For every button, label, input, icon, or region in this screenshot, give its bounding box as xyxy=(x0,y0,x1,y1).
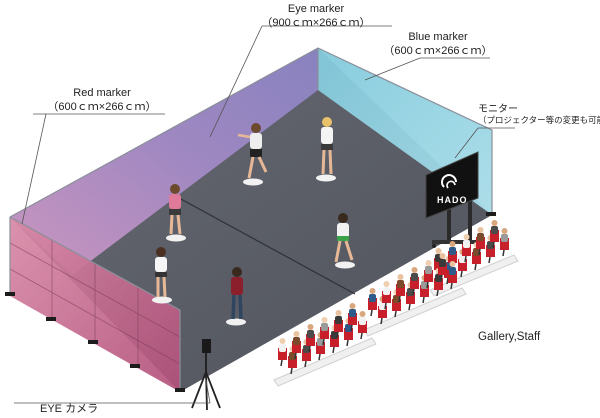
spectator-seat xyxy=(278,338,287,367)
gallery-riser xyxy=(363,287,467,337)
monitor-note: （プロジェクター等の変更も可能） xyxy=(478,115,600,125)
spectator-seat xyxy=(424,260,433,289)
blue-marker-title: Blue marker xyxy=(408,31,468,43)
spectator-seat xyxy=(462,234,471,263)
spectator-seat xyxy=(320,317,329,346)
monitor-screen xyxy=(425,151,479,219)
spectator-seat xyxy=(410,267,419,296)
red-marker-size: （600ｃｍ×266ｃｍ） xyxy=(47,101,157,113)
monitor-logo-text: HADO xyxy=(437,195,468,205)
player-figure xyxy=(166,184,186,242)
eye-marker-title: Eye marker xyxy=(287,3,345,15)
spectator-seat xyxy=(500,228,509,257)
monitor-title: モニター xyxy=(478,104,518,115)
spectator-seat xyxy=(476,227,485,256)
spectator-seat xyxy=(358,311,367,340)
hado-logo-icon xyxy=(441,174,457,189)
blue-marker-size: （600ｃｍ×266ｃｍ） xyxy=(383,45,493,57)
spectator-seat xyxy=(490,220,499,249)
floor-center-line xyxy=(167,191,356,295)
red-marker-title: Red marker xyxy=(73,87,131,99)
spectator-seat xyxy=(348,303,357,332)
player-figure xyxy=(334,213,355,269)
leader-lines xyxy=(14,25,515,404)
red-marker-label: Red marker （600ｃｍ×266ｃｍ） xyxy=(42,86,162,114)
gallery-riser xyxy=(273,337,377,387)
monitor-label: モニター （プロジェクター等の変更も可能） xyxy=(478,104,600,126)
gallery-label: Gallery,Staff xyxy=(478,331,541,343)
spectator-seat xyxy=(306,324,315,353)
player-figure xyxy=(237,123,268,186)
eye-marker-wall xyxy=(10,48,318,275)
spectator-seat xyxy=(368,288,377,317)
spectator-seat xyxy=(382,281,391,310)
eye-marker-size: （900ｃｍ×266ｃｍ） xyxy=(261,17,371,29)
eye-camera-label: EYE カメラ xyxy=(40,403,99,415)
spectator-seat xyxy=(438,253,447,282)
red-marker-wall xyxy=(9,217,181,392)
player-figure xyxy=(226,267,246,326)
eye-camera-icon xyxy=(191,339,221,411)
spectator-seat xyxy=(334,310,343,339)
frame-feet xyxy=(5,212,496,392)
blue-marker-label: Blue marker （600ｃｍ×266ｃｍ） xyxy=(378,30,498,58)
player-figure xyxy=(152,247,172,304)
spectator-seat xyxy=(396,274,405,303)
spectator-seat xyxy=(448,261,457,290)
spectator-seat xyxy=(292,331,301,360)
player-figure xyxy=(316,117,336,182)
eye-marker-label: Eye marker （900ｃｍ×266ｃｍ） xyxy=(256,2,376,30)
gallery-seating xyxy=(273,220,519,387)
truss-frame xyxy=(9,47,493,392)
